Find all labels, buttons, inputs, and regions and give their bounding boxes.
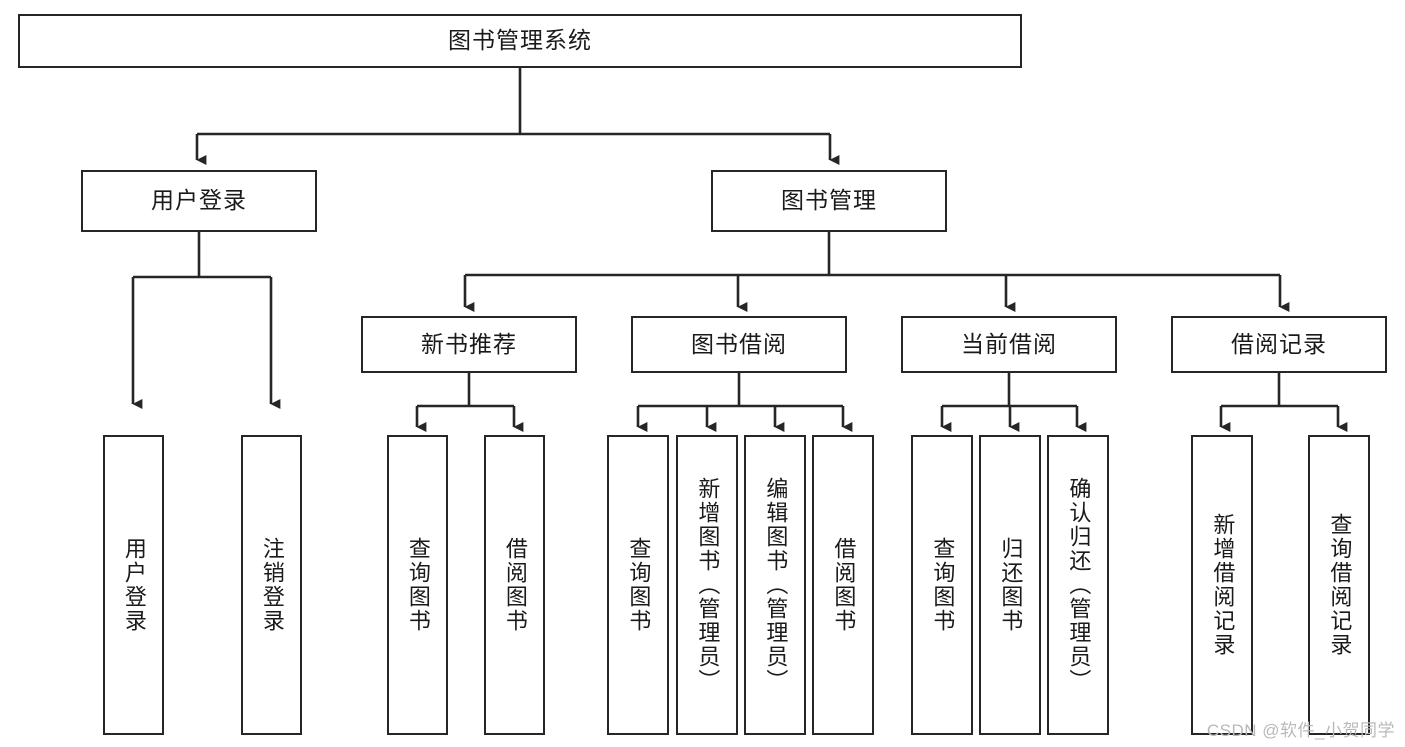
leaf-newbook-query-book[interactable]: 查询图书	[387, 435, 448, 735]
leaf-borrowrecord-query-record-label: 查询借阅记录	[1327, 513, 1353, 657]
leaf-borrowrecord-add-record-label: 新增借阅记录	[1210, 513, 1236, 657]
node-book-manage-label: 图书管理	[781, 187, 877, 214]
leaf-newbook-borrow-book-label: 借阅图书	[502, 537, 528, 633]
node-new-book-recommend-label: 新书推荐	[421, 330, 517, 357]
leaf-bookborrow-add-book-label: 新增图书（管理员）	[695, 477, 721, 693]
csdn-watermark: CSDN @软件_小贺同学	[1206, 721, 1395, 740]
node-borrow-record-label: 借阅记录	[1231, 330, 1327, 357]
leaf-newbook-borrow-book[interactable]: 借阅图书	[484, 435, 545, 735]
node-borrow-record[interactable]: 借阅记录	[1171, 316, 1387, 373]
node-current-borrow-label: 当前借阅	[961, 330, 1057, 357]
leaf-currentborrow-return-book-label: 归还图书	[998, 537, 1024, 633]
leaf-bookborrow-edit-book[interactable]: 编辑图书（管理员）	[744, 435, 806, 735]
leaf-borrowrecord-query-record[interactable]: 查询借阅记录	[1308, 435, 1370, 735]
leaf-bookborrow-add-book[interactable]: 新增图书（管理员）	[676, 435, 738, 735]
node-root-system-label: 图书管理系统	[448, 27, 592, 54]
leaf-bookborrow-borrow-book[interactable]: 借阅图书	[812, 435, 874, 735]
node-user-login[interactable]: 用户登录	[81, 170, 317, 232]
leaf-bookborrow-edit-book-label: 编辑图书（管理员）	[763, 477, 789, 693]
node-user-login-label: 用户登录	[151, 187, 247, 214]
leaf-currentborrow-query-book-label: 查询图书	[930, 537, 956, 633]
leaf-bookborrow-query-book-label: 查询图书	[626, 537, 652, 633]
node-current-borrow[interactable]: 当前借阅	[901, 316, 1117, 373]
node-new-book-recommend[interactable]: 新书推荐	[361, 316, 577, 373]
leaf-currentborrow-query-book[interactable]: 查询图书	[911, 435, 973, 735]
leaf-currentborrow-confirm-return[interactable]: 确认归还（管理员）	[1047, 435, 1109, 735]
leaf-currentborrow-confirm-return-label: 确认归还（管理员）	[1066, 477, 1092, 693]
leaf-bookborrow-borrow-book-label: 借阅图书	[831, 537, 857, 633]
leaf-bookborrow-query-book[interactable]: 查询图书	[607, 435, 669, 735]
node-book-borrow-label: 图书借阅	[691, 330, 787, 357]
leaf-logout-label: 注销登录	[259, 537, 285, 633]
leaf-newbook-query-book-label: 查询图书	[405, 537, 431, 633]
node-book-manage[interactable]: 图书管理	[711, 170, 947, 232]
leaf-user-login[interactable]: 用户登录	[103, 435, 164, 735]
leaf-logout[interactable]: 注销登录	[241, 435, 302, 735]
node-root-system[interactable]: 图书管理系统	[18, 14, 1022, 68]
leaf-user-login-label: 用户登录	[121, 537, 147, 633]
node-book-borrow[interactable]: 图书借阅	[631, 316, 847, 373]
leaf-currentborrow-return-book[interactable]: 归还图书	[979, 435, 1041, 735]
leaf-borrowrecord-add-record[interactable]: 新增借阅记录	[1191, 435, 1253, 735]
